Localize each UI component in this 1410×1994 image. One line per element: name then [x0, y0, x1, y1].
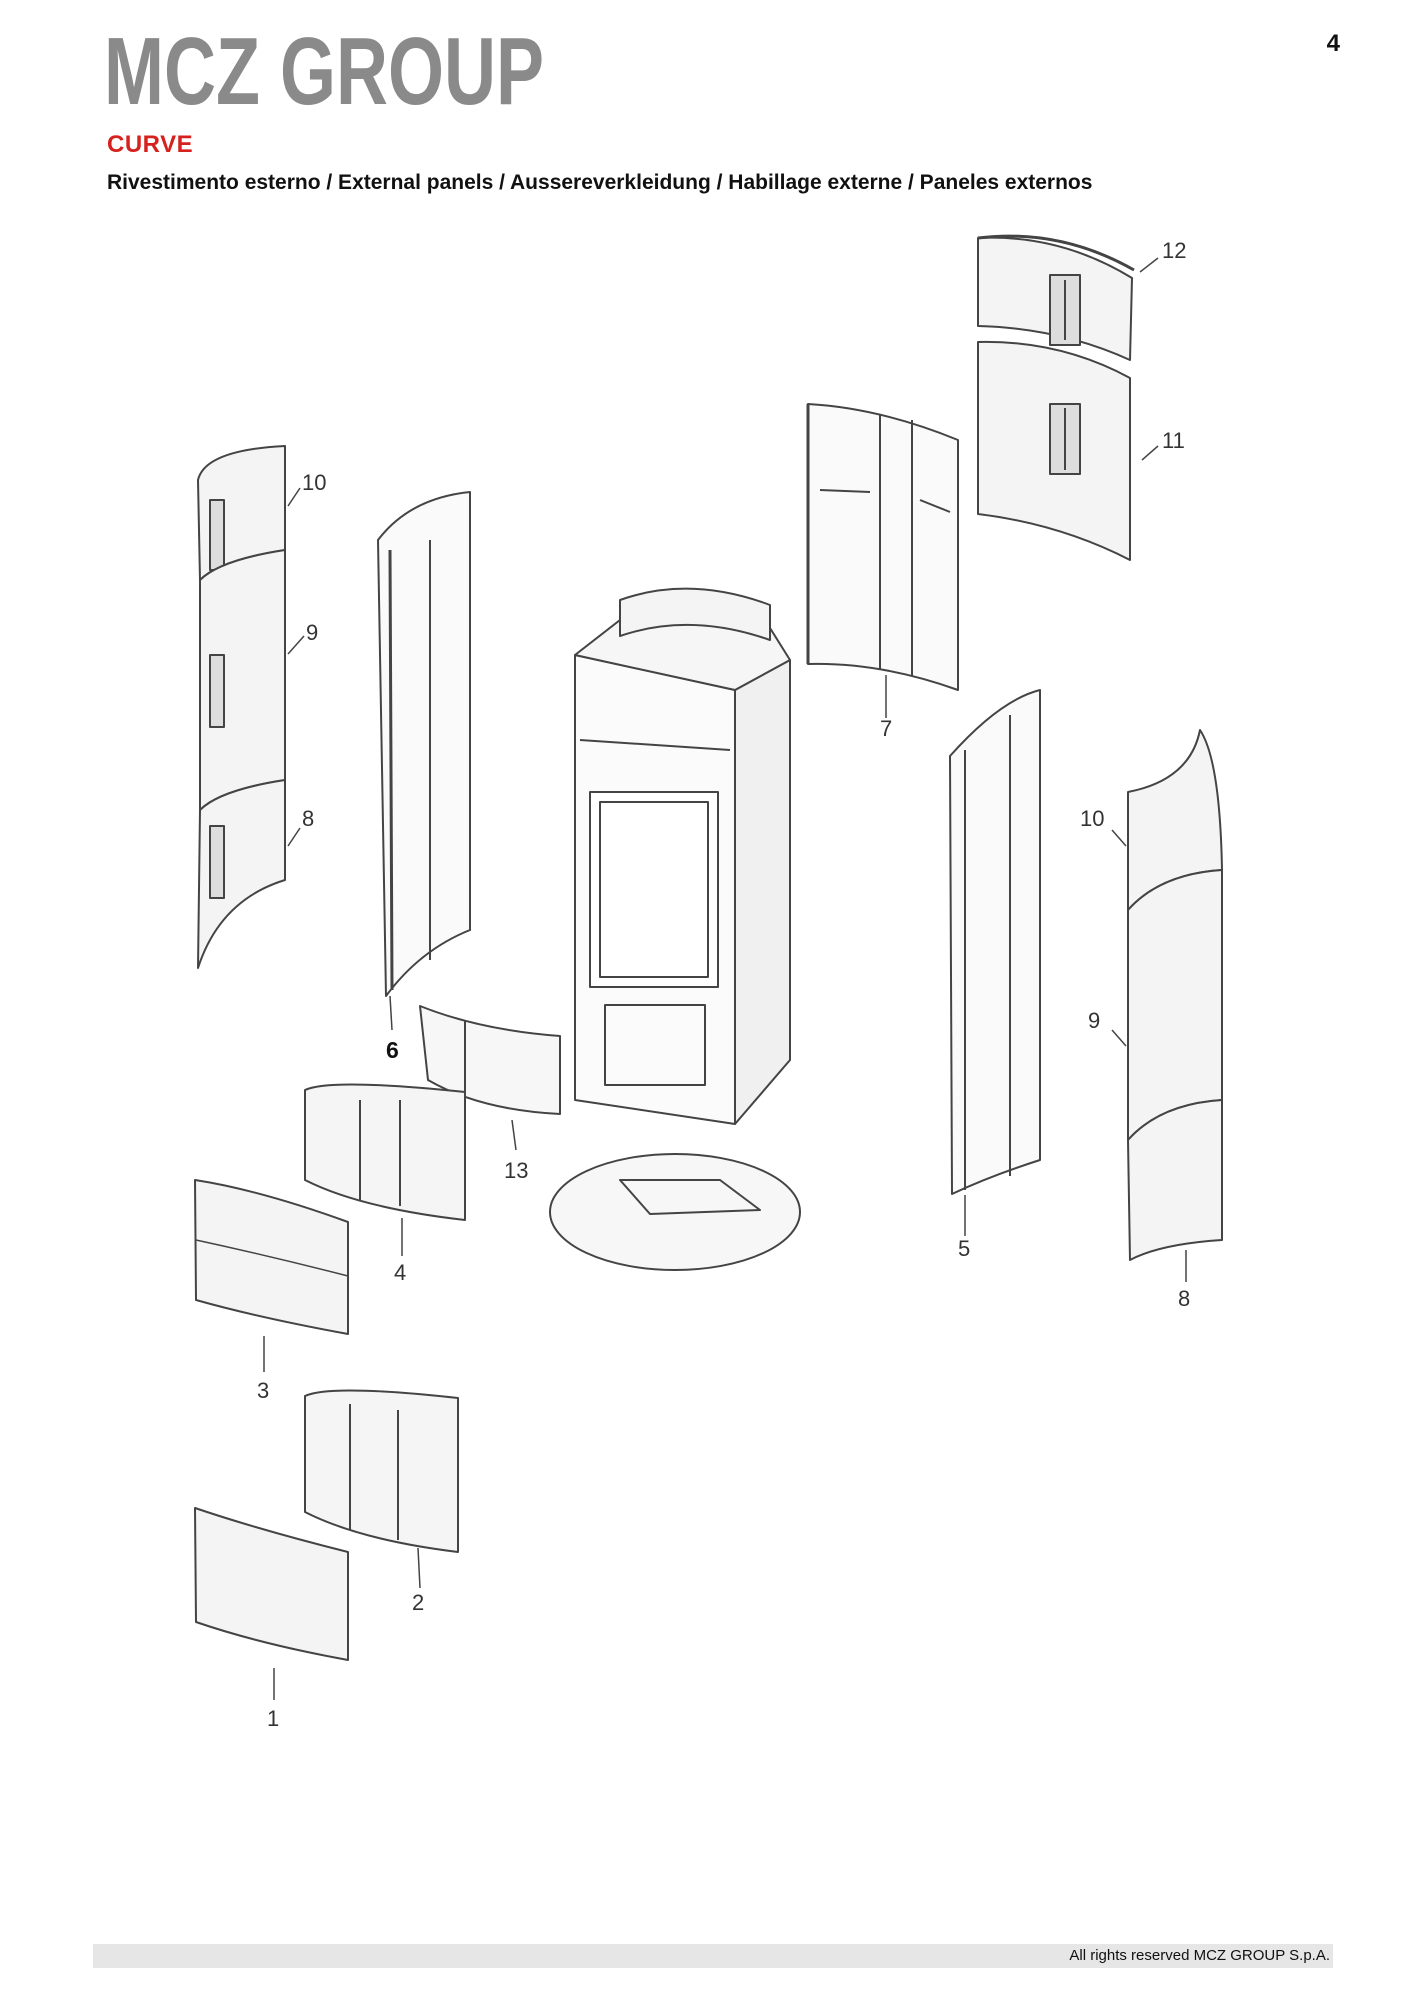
callout-13: 13: [504, 1158, 528, 1183]
callout-9-right: 9: [1088, 1008, 1100, 1033]
callout-5: 5: [958, 1236, 970, 1261]
callout-2: 2: [412, 1590, 424, 1615]
part-12-panel: [977, 234, 1135, 361]
callout-1: 1: [267, 1706, 279, 1731]
stove-body: [574, 587, 791, 1125]
callout-8-right: 8: [1178, 1286, 1190, 1311]
part-8-panel-left: [197, 779, 286, 969]
part-4-bracket: [304, 1083, 466, 1221]
page-number: 4: [1326, 30, 1340, 57]
base-plate: [549, 1153, 801, 1271]
callout-7: 7: [880, 716, 892, 741]
footer-copyright: All rights reserved MCZ GROUP S.p.A.: [1069, 1947, 1330, 1964]
callout-10-left: 10: [302, 470, 326, 495]
callout-4: 4: [394, 1260, 406, 1285]
callout-12: 12: [1162, 238, 1186, 263]
callout-6: 6: [386, 1037, 399, 1063]
svg-text:MCZ GROUP: MCZ GROUP: [104, 22, 544, 117]
brand-logo: MCZ GROUP: [104, 22, 544, 117]
part-9-panel-right: [1127, 869, 1223, 1141]
part-9-panel-left: [199, 549, 286, 811]
part-8-panel-right: [1127, 1099, 1223, 1261]
part-5-side-panel: [949, 689, 1041, 1195]
part-1-front-panel: [194, 1507, 349, 1661]
part-10-panel-left: [197, 445, 286, 581]
model-title: CURVE: [107, 131, 194, 158]
part-3-front-panel: [194, 1179, 349, 1335]
part-2-bracket: [304, 1389, 459, 1553]
footer-bar: [93, 1944, 1333, 1968]
callout-8-left: 8: [302, 806, 314, 831]
callout-9-left: 9: [306, 620, 318, 645]
part-6-side-panel: [377, 491, 471, 997]
page-subtitle: Rivestimento esterno / External panels /…: [107, 171, 1093, 194]
callout-10-right: 10: [1080, 806, 1104, 831]
callout-3: 3: [257, 1378, 269, 1403]
part-11-panel: [977, 340, 1131, 561]
part-7-panel: [806, 403, 959, 691]
callout-11: 11: [1162, 428, 1185, 453]
